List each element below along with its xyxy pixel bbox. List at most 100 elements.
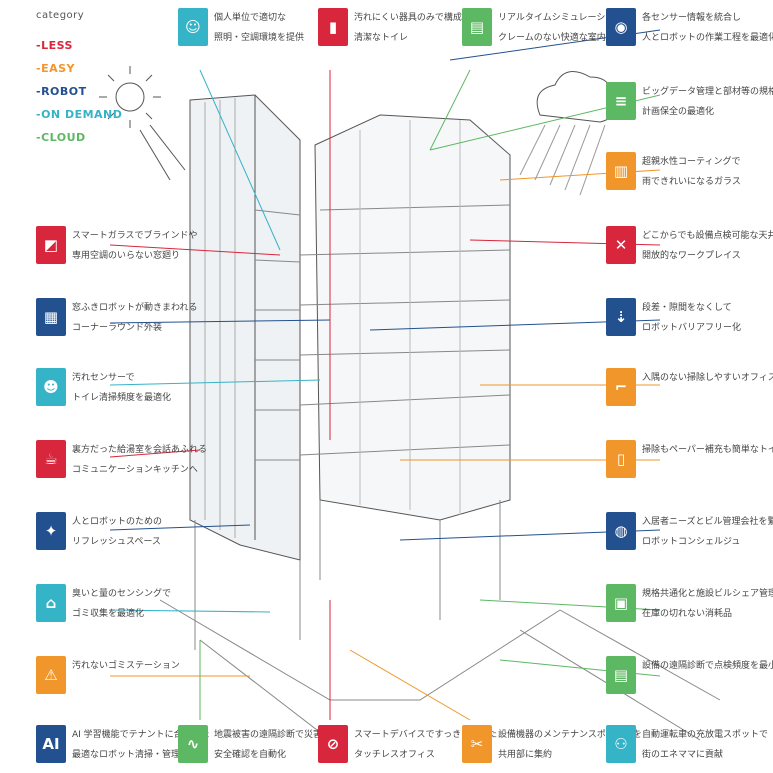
feature-item: ⚠汚れないゴミステーション [36, 656, 180, 694]
feature-line: 人とロボットの作業工程を最適化 [642, 33, 773, 43]
feature-line: 裏方だった給湯室を会話あふれる [72, 445, 208, 455]
feature-item: ▤リアルタイムシミュレーションでクレームのない快適な室内環境 [462, 8, 632, 48]
legend-robot: -ROBOT [36, 85, 87, 98]
feature-line: 超親水性コーティングで [642, 157, 741, 167]
feature-text: 個人単位で適切な照明・空調環境を提供 [214, 8, 304, 48]
robot-sensor-icon: ◉ [606, 8, 636, 46]
feature-line: 汚れセンサーで [72, 373, 135, 383]
feature-text: 掃除もペーパー補充も簡単なトイレ [642, 440, 773, 460]
feature-item: ▯ 掃除もペーパー補充も簡単なトイレ [606, 440, 773, 478]
feature-line: 入隅のない掃除しやすいオフィス [642, 373, 773, 383]
feature-line: 掃除もペーパー補充も簡単なトイレ [642, 445, 773, 455]
feature-text: 各センサー情報を統合し人とロボットの作業工程を最適化 [642, 8, 773, 48]
feature-line: リフレッシュスペース [72, 537, 161, 547]
feature-item: ▥超親水性コーティングで雨できれいになるガラス [606, 152, 741, 192]
feature-item: ⊘スマートデバイスですっきりとしたタッチレスオフィス [318, 725, 497, 765]
feature-text: 設備の遠隔診断で点検頻度を最小化 [642, 656, 773, 676]
feature-line: ロボットコンシェルジュ [642, 537, 741, 547]
feature-line: ビッグデータ管理と部材等の規格化で [642, 87, 773, 97]
rain-glass-icon: ▥ [606, 152, 636, 190]
feature-item: ∿地震被害の遠隔診断で災害時安全確認を自動化 [178, 725, 331, 765]
ground-plaza [159, 500, 721, 741]
feature-text: 入隅のない掃除しやすいオフィス [642, 368, 773, 388]
trash-sensor-icon: ⌂ [36, 584, 66, 622]
feature-line: AI 学習機能でテナントに合わせた [72, 730, 210, 740]
ev-car-icon: ⚇ [606, 725, 636, 763]
feature-item: ☺個人単位で適切な照明・空調環境を提供 [178, 8, 304, 48]
feature-line: 在庫の切れない消耗品 [642, 609, 733, 619]
ai-icon: AI [36, 725, 66, 763]
right-tower [254, 114, 511, 521]
sun-icon [99, 66, 186, 181]
feature-item: ◉各センサー情報を統合し人とロボットの作業工程を最適化 [606, 8, 773, 48]
feature-text: リアルタイムシミュレーションでクレームのない快適な室内環境 [498, 8, 632, 48]
feature-text: 自動運転車の充放電スポットで街のエネママに貢献 [642, 725, 768, 765]
feature-text: 規格共通化と施設ビルシェア管理で在庫の切れない消耗品 [642, 584, 773, 624]
feature-text: スマートガラスでブラインドや専用空調のいらない窓廻り [72, 226, 198, 266]
legend-caption: category [36, 10, 85, 21]
feature-line: 設備機器のメンテナンスポイントを [498, 730, 642, 740]
category-legend: category -LESS -EASY -ROBOT -ON DEMAND -… [36, 10, 122, 154]
feature-line: 汚れないゴミステーション [72, 661, 180, 671]
feature-line: 清潔なトイレ [354, 33, 409, 43]
feature-line: 臭いと量のセンシングで [72, 589, 172, 599]
feature-line: トイレ清掃頻度を最適化 [72, 393, 172, 403]
feature-line: コミュニケーションキッチンへ [72, 465, 198, 475]
feature-text: 汚れセンサーでトイレ清掃頻度を最適化 [72, 368, 171, 408]
feature-item: ▣規格共通化と施設ビルシェア管理で在庫の切れない消耗品 [606, 584, 773, 624]
feature-line: ゴミ収集を最適化 [72, 609, 145, 619]
feature-text: 裏方だった給湯室を会話あふれるコミュニケーションキッチンへ [72, 440, 207, 480]
feature-line: スマートデバイスですっきりとした [354, 730, 498, 740]
feature-line: コーナーラウンド外装 [72, 323, 163, 333]
tablet-icon: ▤ [462, 8, 492, 46]
feature-text: 地震被害の遠隔診断で災害時安全確認を自動化 [214, 725, 331, 765]
feature-line: スマートガラスでブラインドや [72, 231, 198, 241]
no-touch-icon: ⊘ [318, 725, 348, 763]
tools-icon: ✕ [606, 226, 636, 264]
feature-item: ☕裏方だった給湯室を会話あふれるコミュニケーションキッチンへ [36, 440, 207, 480]
feature-line: 地震被害の遠隔診断で災害時 [214, 730, 332, 740]
feature-text: 段差・隙間をなくしてロボットバリアフリー化 [642, 298, 741, 338]
feature-item: ⇣段差・隙間をなくしてロボットバリアフリー化 [606, 298, 741, 338]
feature-line: ロボットバリアフリー化 [642, 323, 742, 333]
feature-line: クレームのない快適な室内環境 [498, 33, 624, 43]
feature-text: 超親水性コーティングで雨できれいになるガラス [642, 152, 741, 192]
left-tower [189, 94, 301, 561]
feature-line: 人とロボットのための [72, 517, 163, 527]
feature-line: 街のエネママに貢献 [642, 750, 724, 760]
feature-item: ☻汚れセンサーでトイレ清掃頻度を最適化 [36, 368, 171, 408]
toilet-icon: ▮ [318, 8, 348, 46]
feature-text: 臭いと量のセンシングでゴミ収集を最適化 [72, 584, 171, 624]
feature-line: リアルタイムシミュレーションで [498, 13, 633, 23]
feature-item: ≡ビッグデータ管理と部材等の規格化で計画保全の最適化 [606, 82, 773, 122]
feature-text: どこからでも設備点検可能な天井のない開放的なワークプレイス [642, 226, 773, 266]
rain-cloud-icon [519, 71, 614, 196]
building-icon: ▦ [36, 298, 66, 336]
legend-on-demand: -ON DEMAND [36, 108, 123, 121]
barrier-free-icon: ⇣ [606, 298, 636, 336]
feature-line: 開放的なワークプレイス [642, 251, 741, 261]
feature-line: 入居者ニーズとビル管理会社を繋ぐ [642, 517, 773, 527]
concierge-robot-icon: ◍ [606, 512, 636, 550]
feature-item: ✕どこからでも設備点検可能な天井のない開放的なワークプレイス [606, 226, 773, 266]
phone-inventory-icon: ▣ [606, 584, 636, 622]
seismic-icon: ∿ [178, 725, 208, 763]
lightbulb-icon: ✦ [36, 512, 66, 550]
feature-line: 規格共通化と施設ビルシェア管理で [642, 589, 773, 599]
feature-item: ◩スマートガラスでブラインドや専用空調のいらない窓廻り [36, 226, 198, 266]
paper-roll-icon: ▯ [606, 440, 636, 478]
feature-line: 照明・空調環境を提供 [214, 33, 305, 43]
person-light-icon: ☺ [178, 8, 208, 46]
legend-less: -LESS [36, 39, 73, 52]
feature-item: ▦窓ふきロボットが動きまわれるコーナーラウンド外装 [36, 298, 198, 338]
feature-item: ▤設備の遠隔診断で点検頻度を最小化 [606, 656, 773, 694]
feature-line: 共用部に集約 [498, 750, 553, 760]
feature-line: 段差・隙間をなくして [642, 303, 732, 313]
feature-line: 安全確認を自動化 [214, 750, 287, 760]
database-icon: ≡ [606, 82, 636, 120]
window-icon: ◩ [36, 226, 66, 264]
feature-text: 汚れにくい器具のみで構成した清潔なトイレ [354, 8, 480, 48]
feature-item: ✂設備機器のメンテナンスポイントを共用部に集約 [462, 725, 642, 765]
feature-text: ビッグデータ管理と部材等の規格化で計画保全の最適化 [642, 82, 773, 122]
